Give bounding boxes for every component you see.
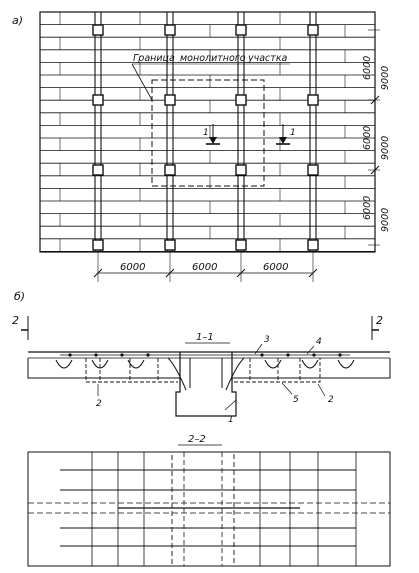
dim-right-outer-1: 9000: [380, 66, 391, 90]
rebar-dot: [338, 353, 342, 357]
dim-bottom-1: 6000: [120, 262, 145, 273]
panel-b-label: б): [14, 290, 25, 303]
rebar-dot: [146, 353, 150, 357]
callout-4: 4: [316, 337, 322, 347]
callout-2-right: 2: [328, 395, 334, 405]
column-block: [307, 164, 319, 176]
column-block: [92, 24, 104, 36]
svg-text:2: 2: [376, 314, 383, 327]
column-block: [235, 24, 247, 36]
cut-mark-left: 2: [12, 314, 29, 340]
section-mark-right: 1: [276, 124, 296, 145]
boundary-caption-1: Граница: [133, 53, 175, 64]
column-block: [164, 164, 176, 176]
svg-text:1: 1: [290, 128, 296, 138]
column-block: [235, 239, 247, 251]
callout-1: 1: [228, 415, 234, 425]
column-block: [235, 94, 247, 106]
column-block: [307, 239, 319, 251]
column-block: [235, 164, 247, 176]
dim-right-inner-3: 6000: [362, 196, 373, 220]
boundary-caption-2: монолитного: [180, 53, 246, 64]
column-block: [92, 239, 104, 251]
section-mark-left: 1: [203, 124, 220, 145]
rebar-dot: [286, 353, 290, 357]
boundary-leader: [131, 63, 153, 101]
rebar-dot: [68, 353, 72, 357]
dim-right-outer-2: 9000: [380, 136, 391, 160]
right-dimension-chain: 6000 6000 6000 9000 9000 9000: [362, 29, 391, 250]
rebar-dot: [260, 353, 264, 357]
callout-3: 3: [264, 335, 270, 345]
boundary-caption-3: участка: [247, 53, 288, 64]
panel-a-label: а): [12, 14, 23, 27]
section-1-1: 1 2 2 3 4 5: [27, 335, 391, 425]
section-2-2-title: 2–2: [188, 434, 206, 445]
rebar-dot: [120, 353, 124, 357]
column-block: [164, 24, 176, 36]
dim-right-inner-2: 6000: [362, 126, 373, 150]
rebar-dot: [94, 353, 98, 357]
dim-right-outer-3: 9000: [380, 208, 391, 232]
slab-strips: [40, 12, 375, 252]
column-block: [92, 164, 104, 176]
monolithic-area-boundary: [151, 79, 265, 187]
callout-2-left: 2: [96, 399, 102, 409]
dim-right-inner-1: 6000: [362, 56, 373, 80]
svg-text:2: 2: [12, 314, 19, 327]
dim-bottom-3: 6000: [263, 262, 288, 273]
rebar-dot: [312, 353, 316, 357]
svg-text:1: 1: [203, 128, 209, 138]
column-block: [164, 94, 176, 106]
girder-lines: [92, 12, 319, 252]
column-block: [307, 94, 319, 106]
bottom-dimension-chain: 6000 6000 6000: [93, 252, 318, 282]
column-block: [307, 24, 319, 36]
section-1-1-title: 1–1: [196, 332, 214, 343]
callout-5: 5: [293, 395, 299, 405]
dim-bottom-2: 6000: [192, 262, 217, 273]
column-block: [164, 239, 176, 251]
column-block: [92, 94, 104, 106]
cut-mark-right: 2: [371, 314, 383, 340]
section-2-2: [27, 451, 391, 567]
